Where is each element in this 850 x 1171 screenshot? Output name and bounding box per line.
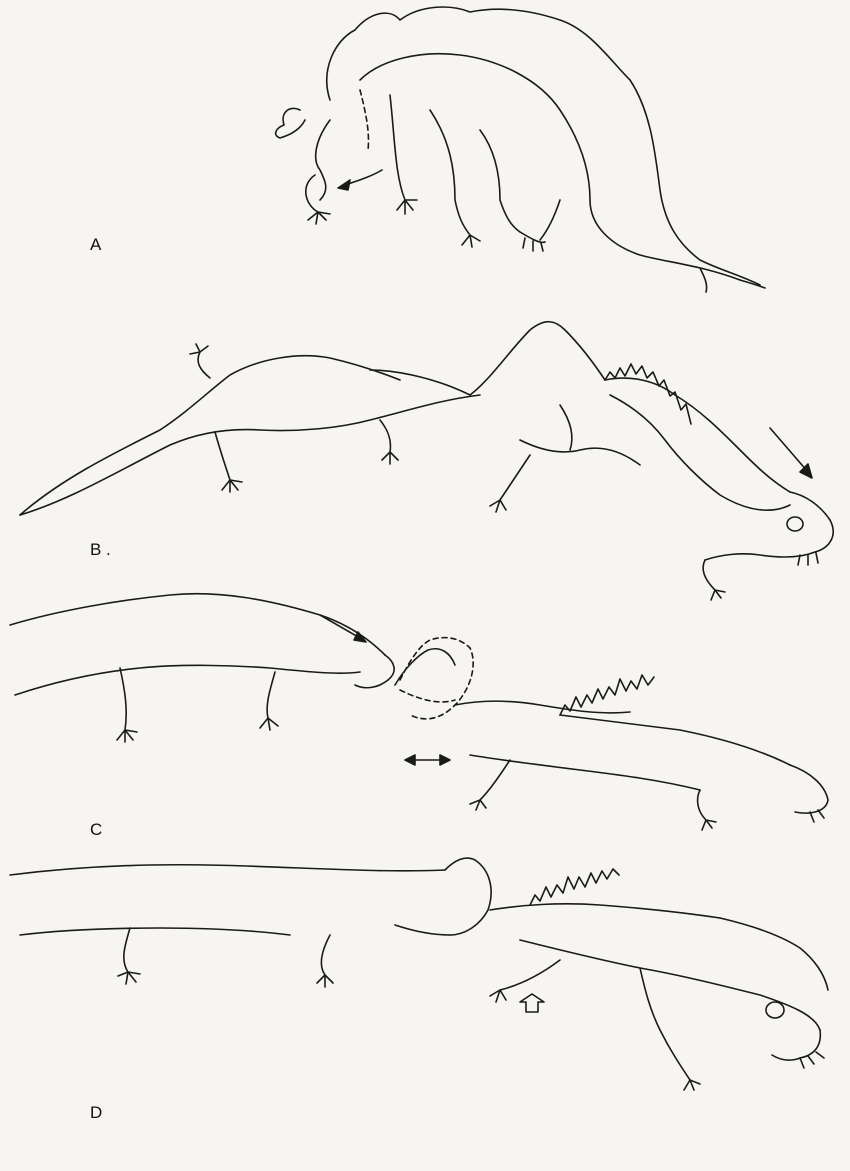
- panel-b-drawing: [20, 322, 833, 600]
- hollow-arrow-icon: [520, 994, 544, 1012]
- motion-arrow-icon: [770, 428, 808, 472]
- panel-label-a: A: [90, 235, 102, 254]
- panel-label-c: C: [90, 820, 102, 839]
- panel-a-drawing: [276, 7, 765, 292]
- panel-label-b: B .: [90, 540, 111, 559]
- panel-d-drawing: [10, 858, 828, 1090]
- motion-arrow-icon: [320, 615, 360, 638]
- panel-label-d: D: [90, 1103, 102, 1122]
- panel-c-drawing: [10, 594, 828, 830]
